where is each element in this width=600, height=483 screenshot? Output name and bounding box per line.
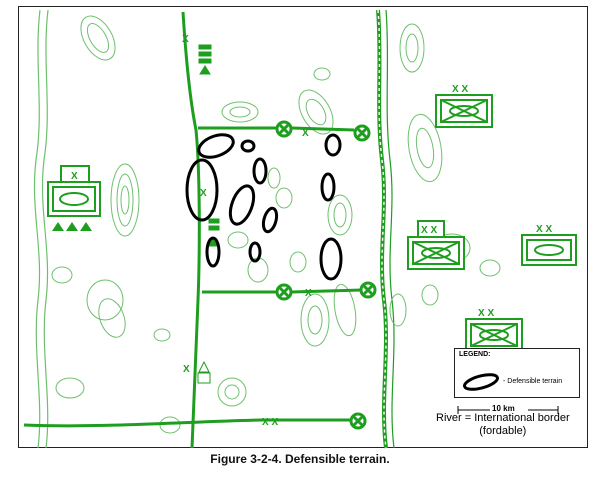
- svg-text:X X: X X: [536, 224, 552, 235]
- route-unit-markers: [197, 44, 220, 384]
- echelon-mark: X X: [262, 417, 278, 428]
- routes: [23, 11, 363, 449]
- unit-symbol-left: X: [47, 165, 101, 231]
- echelon-labels: X X X X X X X: [182, 34, 312, 428]
- unit-symbol-mid-right-b: X X: [521, 224, 577, 266]
- checkpoint-marker-3: [275, 283, 293, 301]
- echelon-mark: X: [182, 34, 189, 45]
- defensible-terrain: [185, 133, 343, 281]
- checkpoint-marker-4: [359, 281, 377, 299]
- river-note-line1: River = International border: [436, 412, 570, 424]
- left-river: [33, 9, 49, 449]
- checkpoint-marker-1: [275, 120, 293, 138]
- unit-symbol-bottom-right: X X: [465, 308, 523, 352]
- legend-title: LEGEND:: [459, 351, 491, 358]
- scale-bar: [457, 406, 559, 414]
- unit-symbol-mid-right-a: X X: [407, 220, 465, 270]
- map-frame: [18, 6, 588, 448]
- contour-lines: [51, 15, 501, 434]
- legend-terrain-icon: [463, 373, 499, 391]
- checkpoint-marker-5: [349, 412, 367, 430]
- river-note-line2: (fordable): [479, 425, 527, 437]
- svg-text:X: X: [71, 171, 78, 182]
- echelon-mark: X: [305, 288, 312, 299]
- unit-symbol-top-right: X X: [435, 84, 493, 128]
- echelon-mark: X: [183, 364, 190, 375]
- svg-text:X X: X X: [452, 84, 468, 95]
- legend-item-label: - Defensible terrain: [503, 378, 563, 385]
- svg-text:X X: X X: [421, 225, 437, 236]
- figure-caption: Figure 3-2-4. Defensible terrain.: [210, 452, 390, 466]
- echelon-mark: X: [302, 128, 309, 139]
- checkpoint-marker-2: [353, 124, 371, 142]
- route-markers: [275, 120, 377, 430]
- echelon-mark: X: [200, 188, 207, 199]
- legend-box: LEGEND: - Defensible terrain: [454, 348, 580, 398]
- scale-label: 10 km: [492, 404, 515, 413]
- river-note: River = International border (fordable): [436, 412, 570, 438]
- right-river-border: [376, 9, 395, 449]
- svg-text:X X: X X: [478, 308, 494, 319]
